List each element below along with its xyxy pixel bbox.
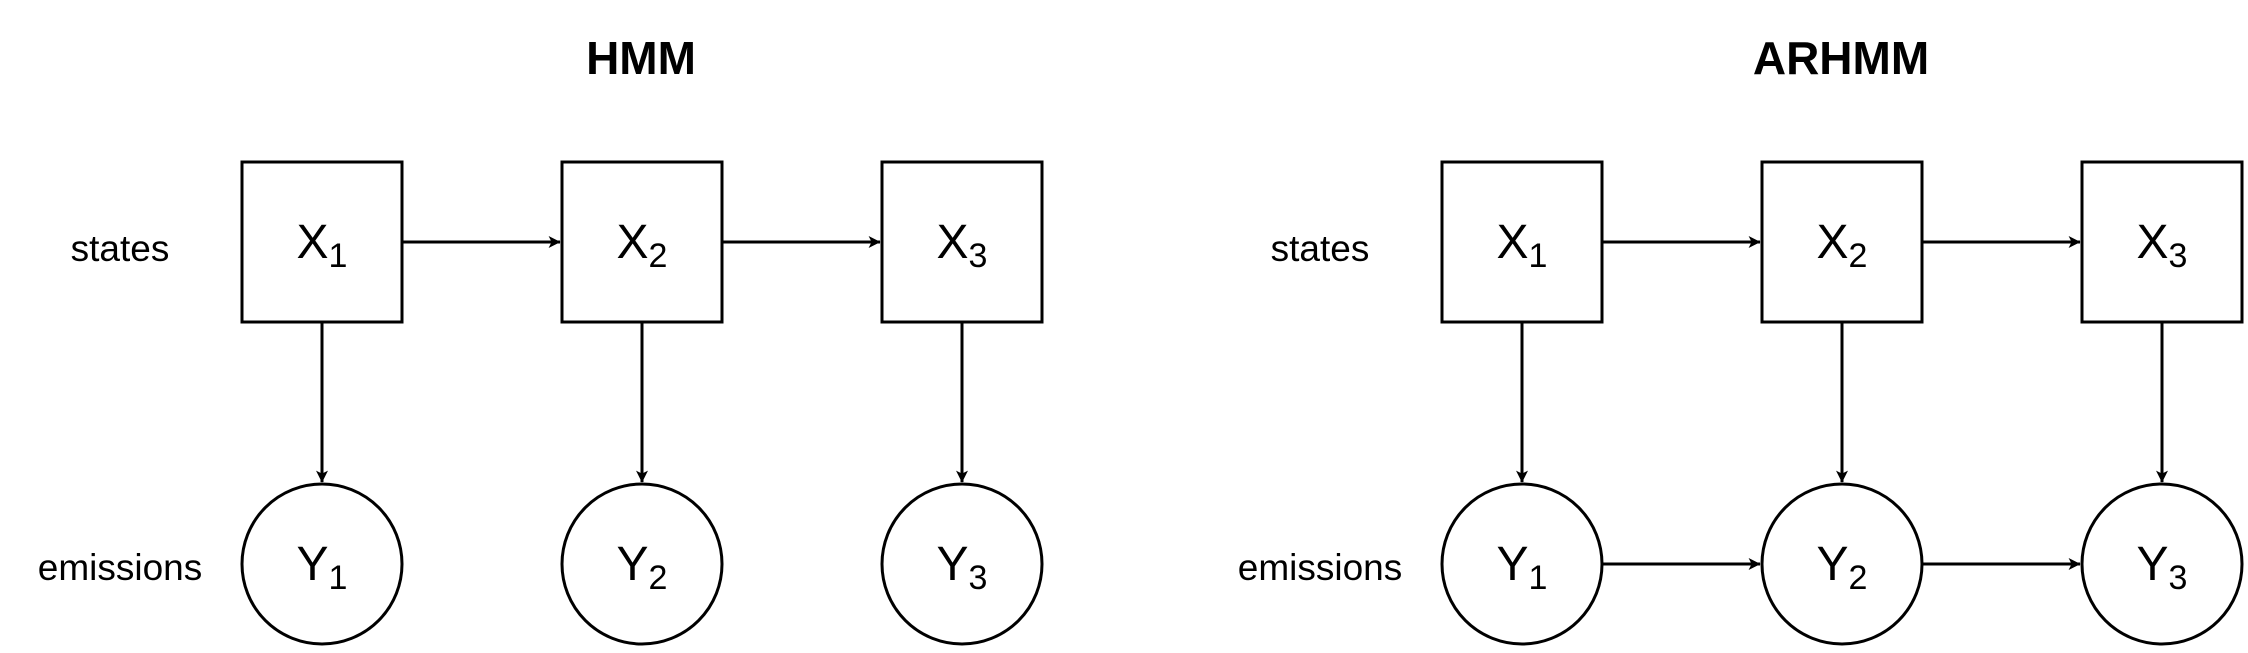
svg-text:Y3: Y3 <box>937 538 988 598</box>
hmm-state-node: X3 <box>880 160 1044 324</box>
state-box <box>560 160 724 324</box>
state-index: 3 <box>969 237 988 275</box>
state-letter: X <box>617 216 649 269</box>
hmm-emission-node: Y2 <box>560 482 724 646</box>
emission-letter: Y <box>617 538 649 591</box>
emission-circle <box>2080 482 2244 646</box>
state-letter: X <box>1497 216 1529 269</box>
emission-circle <box>880 482 1044 646</box>
svg-text:X1: X1 <box>1497 216 1548 276</box>
arhmm-diagram: ARHMM states emissions X1 X2 <box>1238 32 2244 646</box>
state-letter: X <box>1817 216 1849 269</box>
arhmm-emission-node: Y3 <box>2080 482 2244 646</box>
svg-text:Y2: Y2 <box>1817 538 1868 598</box>
svg-text:X1: X1 <box>297 216 348 276</box>
emission-index: 3 <box>969 559 988 597</box>
hmm-emission-node: Y3 <box>880 482 1044 646</box>
hmm-title: HMM <box>586 32 696 84</box>
state-letter: X <box>2137 216 2169 269</box>
emission-circle <box>1760 482 1924 646</box>
state-index: 2 <box>649 237 668 275</box>
hmm-edges <box>316 236 968 483</box>
emission-circle <box>560 482 724 646</box>
emission-index: 1 <box>329 559 348 597</box>
state-box <box>1440 160 1604 324</box>
state-box <box>1760 160 1924 324</box>
svg-text:Y3: Y3 <box>2137 538 2188 598</box>
emission-index: 2 <box>1849 559 1868 597</box>
svg-text:X3: X3 <box>937 216 988 276</box>
arhmm-emissions-label: emissions <box>1238 547 1403 588</box>
arhmm-emission-node: Y1 <box>1440 482 1604 646</box>
hmm-state-node: X1 <box>240 160 404 324</box>
state-index: 1 <box>329 237 348 275</box>
emission-letter: Y <box>2137 538 2169 591</box>
state-letter: X <box>937 216 969 269</box>
arhmm-state-node: X1 <box>1440 160 1604 324</box>
arhmm-title: ARHMM <box>1753 32 1929 84</box>
state-letter: X <box>297 216 329 269</box>
state-box <box>2080 160 2244 324</box>
hmm-diagram: HMM states emissions X1 X2 X3 <box>38 32 1044 646</box>
state-box <box>240 160 404 324</box>
svg-text:Y1: Y1 <box>297 538 348 598</box>
arhmm-state-node: X2 <box>1760 160 1924 324</box>
state-index: 3 <box>2169 237 2188 275</box>
svg-text:X2: X2 <box>1817 216 1868 276</box>
state-index: 2 <box>1849 237 1868 275</box>
emission-circle <box>1440 482 1604 646</box>
hmm-emissions-label: emissions <box>38 547 203 588</box>
svg-text:X2: X2 <box>617 216 668 276</box>
emission-index: 3 <box>2169 559 2188 597</box>
svg-text:Y2: Y2 <box>617 538 668 598</box>
hmm-state-node: X2 <box>560 160 724 324</box>
arhmm-state-node: X3 <box>2080 160 2244 324</box>
hmm-emission-node: Y1 <box>240 482 404 646</box>
emission-letter: Y <box>1497 538 1529 591</box>
svg-text:X3: X3 <box>2137 216 2188 276</box>
svg-text:Y1: Y1 <box>1497 538 1548 598</box>
emission-letter: Y <box>1817 538 1849 591</box>
arhmm-states-label: states <box>1271 228 1370 269</box>
emission-index: 2 <box>649 559 668 597</box>
hmm-states-label: states <box>71 228 170 269</box>
emission-index: 1 <box>1529 559 1548 597</box>
state-box <box>880 160 1044 324</box>
arhmm-emission-node: Y2 <box>1760 482 1924 646</box>
arhmm-edges <box>1516 236 2168 570</box>
emission-letter: Y <box>937 538 969 591</box>
state-index: 1 <box>1529 237 1548 275</box>
emission-circle <box>240 482 404 646</box>
emission-letter: Y <box>297 538 329 591</box>
